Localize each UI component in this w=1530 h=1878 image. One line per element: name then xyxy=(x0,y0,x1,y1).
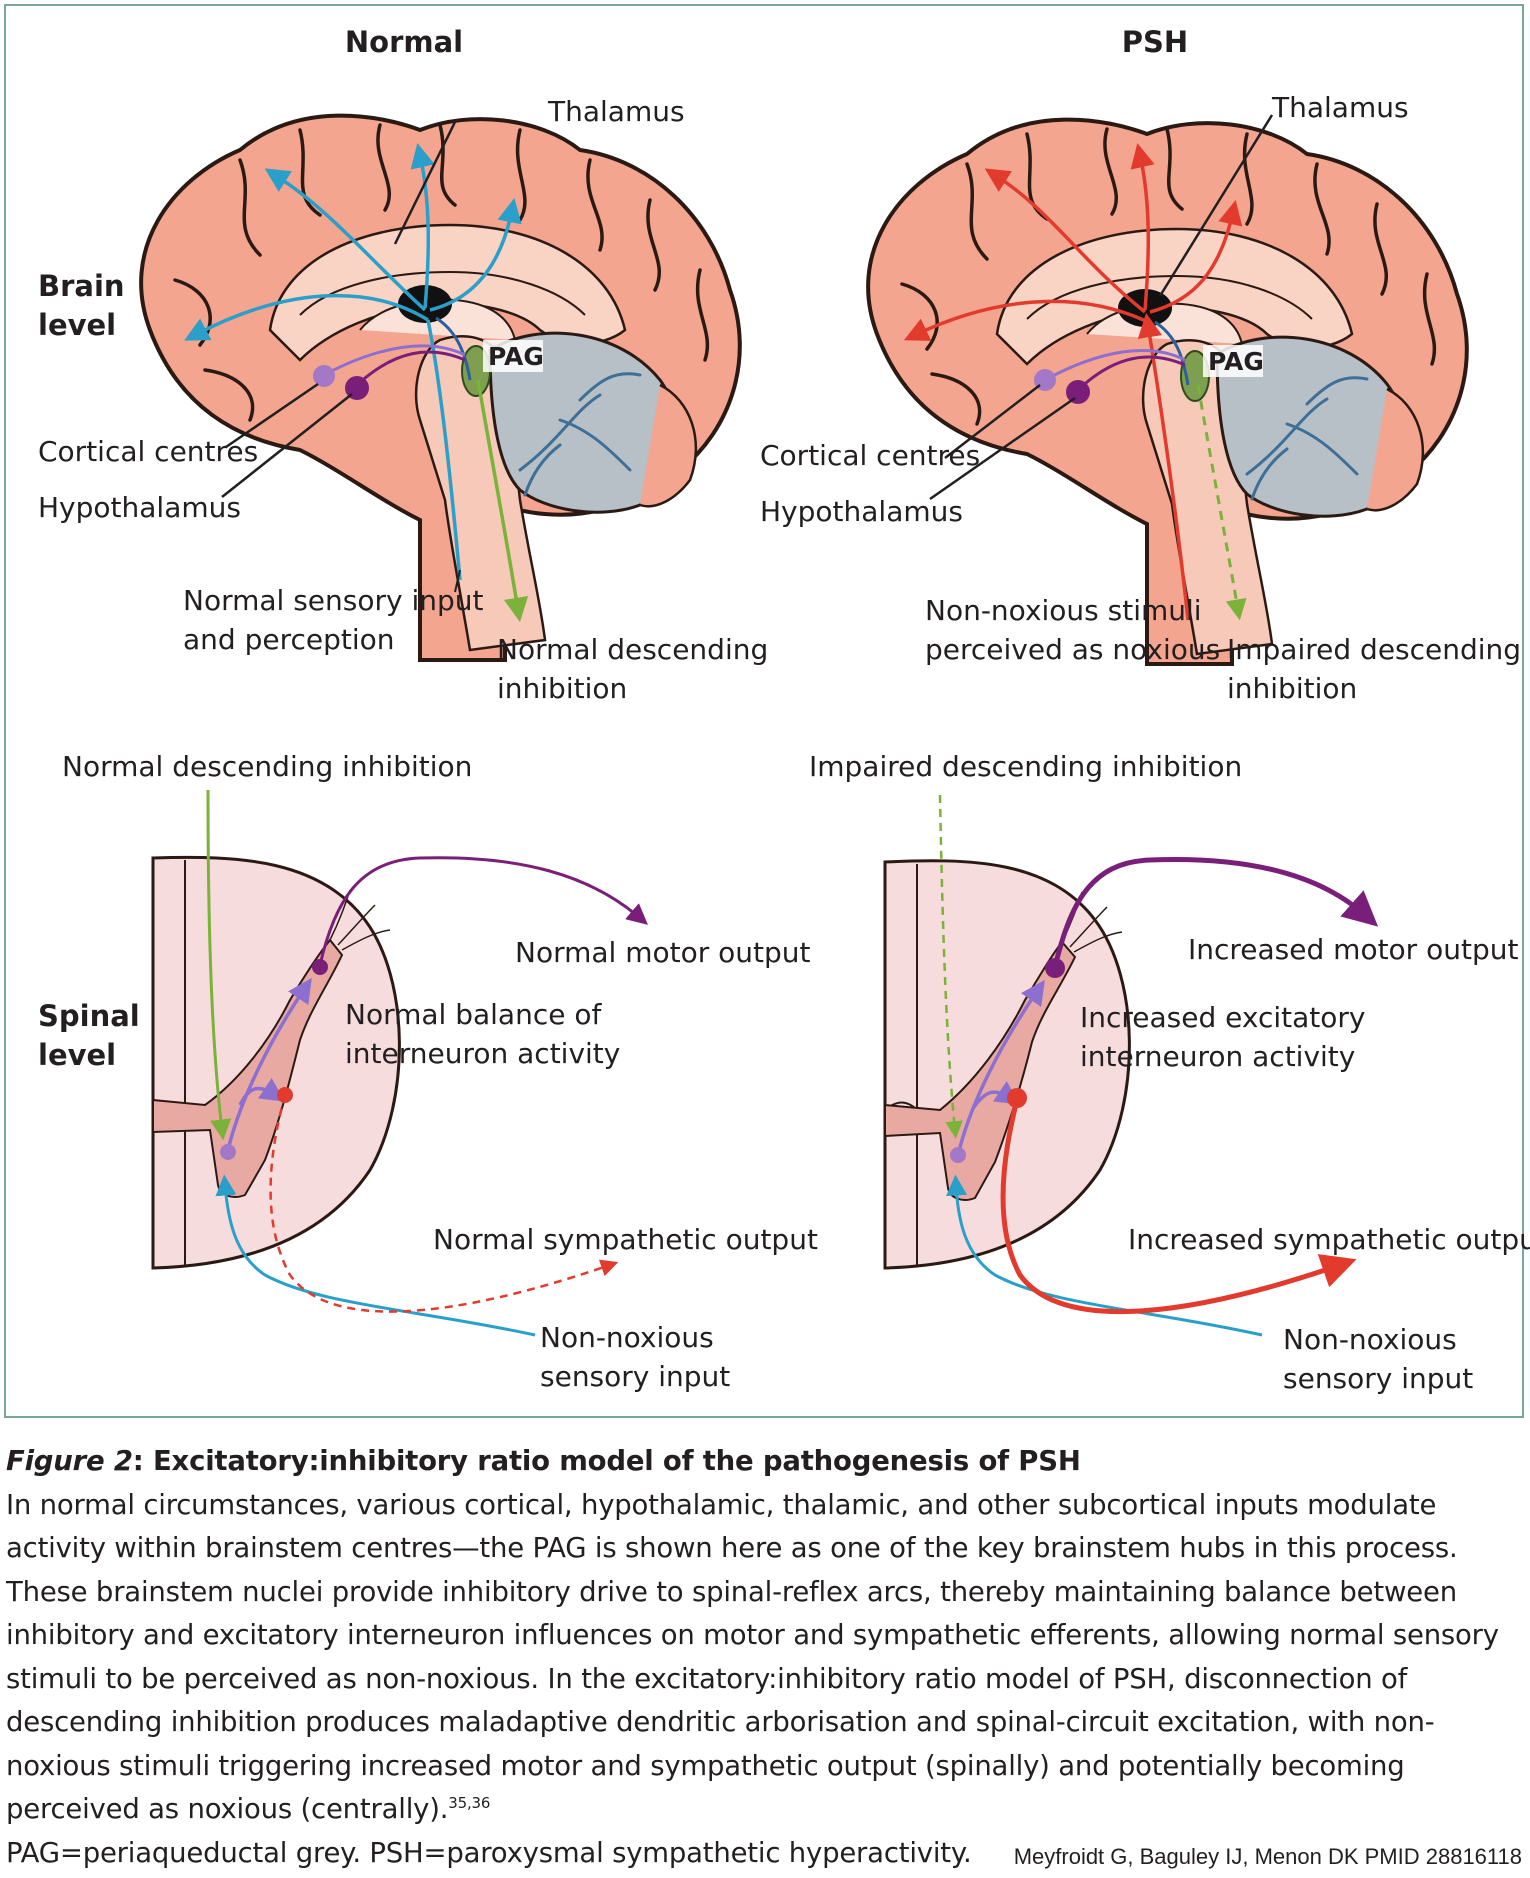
psh-panel-title: PSH xyxy=(1122,25,1188,59)
normal-spinal-descending-label: Normal descending inhibition xyxy=(62,750,472,783)
psh-spinal-descending-label: Impaired descending inhibition xyxy=(809,750,1242,783)
psh-spinal-interneuron xyxy=(950,1147,966,1163)
psh-descending-label: Impaired descending xyxy=(1227,633,1521,666)
figure-caption: Figure 2: Excitatory:inhibitory ratio mo… xyxy=(6,1440,1524,1875)
psh-stimuli-label: Non-noxious stimuli xyxy=(925,594,1202,627)
spinal-level-label: Spinal xyxy=(38,999,140,1033)
psh-pag-label: PAG xyxy=(1208,347,1264,376)
normal-cortical-centres-label: Cortical centres xyxy=(38,435,258,468)
normal-panel-title: Normal xyxy=(345,25,463,59)
psh-excitatory-label-2: interneuron activity xyxy=(1080,1040,1355,1073)
psh-descending-label-2: inhibition xyxy=(1227,672,1357,705)
psh-hypothalamus-node xyxy=(1066,380,1090,404)
psh-hypothalamus-label: Hypothalamus xyxy=(760,495,963,528)
caption-body: In normal circumstances, various cortica… xyxy=(6,1489,1499,1869)
psh-non-noxious-label: Non-noxious xyxy=(1283,1323,1457,1356)
source-credit: Meyfroidt G, Baguley IJ, Menon DK PMID 2… xyxy=(1013,1844,1522,1869)
spinal-level-label-2: level xyxy=(38,1038,116,1072)
caption-abbreviations: PAG=periaqueductal grey. PSH=paroxysmal … xyxy=(6,1836,972,1869)
psh-spinal-motor-neuron xyxy=(1045,958,1065,978)
psh-motor-output-label: Increased motor output xyxy=(1188,933,1518,966)
normal-balance-label: Normal balance of xyxy=(345,998,602,1031)
normal-sensory-label-2: and perception xyxy=(183,623,395,656)
caption-references: 35,36 xyxy=(448,1793,491,1812)
normal-thalamus-label: Thalamus xyxy=(547,95,685,128)
normal-brain-illustration xyxy=(139,113,742,662)
psh-spinal-illustration xyxy=(883,794,1379,1337)
psh-stimuli-label-2: perceived as noxious xyxy=(925,633,1220,666)
brain-level-label-2: level xyxy=(38,308,116,342)
psh-sympathetic-output-label: Increased sympathetic output xyxy=(1128,1223,1530,1256)
caption-body-text: In normal circumstances, various cortica… xyxy=(6,1488,1499,1826)
normal-spinal-motor-neuron xyxy=(312,959,328,975)
normal-spinal-sympathetic-neuron xyxy=(277,1087,293,1103)
normal-non-noxious-label-2: sensory input xyxy=(540,1360,730,1393)
normal-cortical-node xyxy=(313,365,335,387)
normal-balance-label-2: interneuron activity xyxy=(345,1037,620,1070)
normal-spinal-illustration xyxy=(151,789,648,1337)
normal-hypothalamus-label: Hypothalamus xyxy=(38,491,241,524)
caption-figure-label: Figure 2 xyxy=(6,1445,133,1477)
brain-level-label: Brain xyxy=(38,269,125,303)
psh-cortical-centres-label: Cortical centres xyxy=(760,439,980,472)
figure-diagram: Normal PSH Brain level Spinal level PAG … xyxy=(4,4,1530,1418)
psh-spinal-sympathetic-neuron xyxy=(1007,1088,1027,1108)
normal-pag-label: PAG xyxy=(488,342,544,371)
caption-title-text: : Excitatory:inhibitory ratio model of t… xyxy=(132,1445,1081,1477)
caption-title: Figure 2: Excitatory:inhibitory ratio mo… xyxy=(6,1440,1524,1484)
psh-thalamus-label: Thalamus xyxy=(1271,91,1409,124)
psh-non-noxious-label-2: sensory input xyxy=(1283,1362,1473,1395)
psh-brain-illustration xyxy=(866,114,1469,666)
normal-motor-output-label: Normal motor output xyxy=(515,936,811,969)
psh-excitatory-label: Increased excitatory xyxy=(1080,1001,1365,1034)
normal-non-noxious-label: Non-noxious xyxy=(540,1321,714,1354)
figure-frame xyxy=(4,4,1524,1418)
normal-sensory-label: Normal sensory input xyxy=(183,584,484,617)
normal-descending-label: Normal descending xyxy=(497,633,768,666)
normal-sympathetic-output-label: Normal sympathetic output xyxy=(433,1223,818,1256)
normal-spinal-interneuron xyxy=(220,1144,236,1160)
normal-descending-label-2: inhibition xyxy=(497,672,627,705)
